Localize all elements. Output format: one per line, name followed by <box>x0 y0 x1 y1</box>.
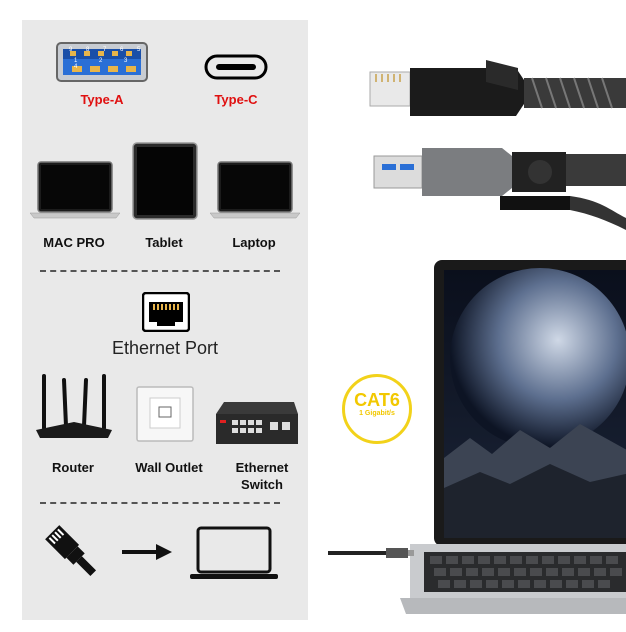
mac-pro-laptop-icon <box>29 160 121 220</box>
type-a-label: Type-A <box>80 92 124 107</box>
tablet-icon <box>132 142 198 220</box>
usb-type-c-port-icon <box>204 54 268 80</box>
cat6-badge-subtitle: 1 Gigabit/s <box>359 410 395 417</box>
divider-2 <box>40 502 280 504</box>
ethernet-switch-label-2: Switch <box>241 477 283 492</box>
divider-1 <box>40 270 280 272</box>
usb-pins-top: 9 8 7 6 5 <box>69 47 147 53</box>
usb-type-a-port-icon: 9 8 7 6 5 1 2 3 4 <box>56 42 148 82</box>
ethernet-switch-label-1: Ethernet <box>235 460 289 475</box>
laptop-label: Laptop <box>232 235 276 250</box>
ethernet-switch-icon <box>214 400 300 446</box>
wall-outlet-icon <box>136 386 194 442</box>
laptop-photo <box>400 258 626 618</box>
rj45-plug-icon <box>40 520 104 584</box>
cat6-badge: CAT6 1 Gigabit/s <box>342 374 412 444</box>
usb-pins-bottom: 1 2 3 4 <box>74 58 138 70</box>
usb-adapter-cable-image <box>370 140 626 232</box>
cat6-badge-title: CAT6 <box>354 390 400 410</box>
ethernet-port-icon <box>141 291 191 333</box>
type-c-label: Type-C <box>214 92 258 107</box>
wall-outlet-label: Wall Outlet <box>135 460 203 475</box>
tablet-label: Tablet <box>145 235 183 250</box>
cable-plug-into-laptop <box>328 546 414 560</box>
arrow-right-icon <box>122 542 172 562</box>
mac-pro-label: MAC PRO <box>43 235 105 250</box>
router-icon <box>34 372 114 444</box>
laptop-icon <box>209 160 301 220</box>
rj45-cable-image <box>366 60 626 126</box>
laptop-outline-icon <box>188 526 280 582</box>
router-label: Router <box>52 460 94 475</box>
ethernet-port-title: Ethernet Port <box>111 338 219 358</box>
